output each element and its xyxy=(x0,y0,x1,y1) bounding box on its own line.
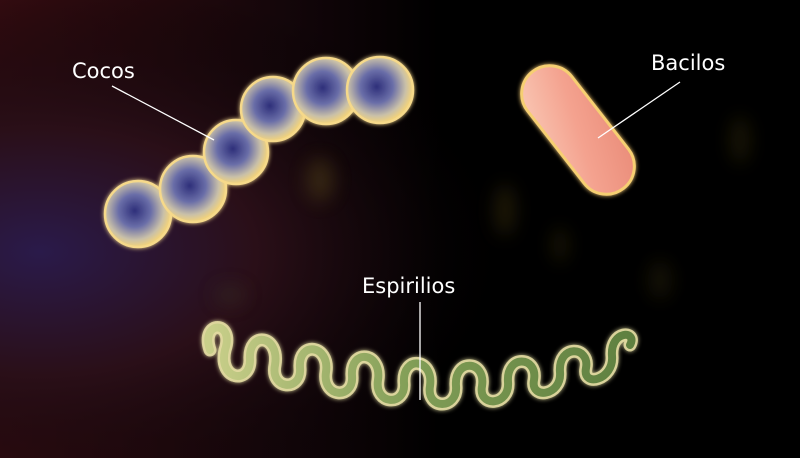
coccus-cell xyxy=(158,154,228,224)
espirilios-spiral xyxy=(201,321,638,411)
bacilos-label: Bacilos xyxy=(651,51,726,75)
espirilios-label: Espirilios xyxy=(362,274,456,298)
bacillus-cell xyxy=(520,64,636,196)
bacilos-leader-line xyxy=(597,81,681,139)
cocos-label: Cocos xyxy=(72,59,135,83)
background-blur-specks xyxy=(214,116,750,305)
cocos-chain xyxy=(103,55,415,249)
bacilos-rod xyxy=(520,64,636,196)
coccus-cell xyxy=(202,118,270,186)
cocos-leader-line xyxy=(111,85,215,141)
coccus-cell xyxy=(345,55,415,125)
